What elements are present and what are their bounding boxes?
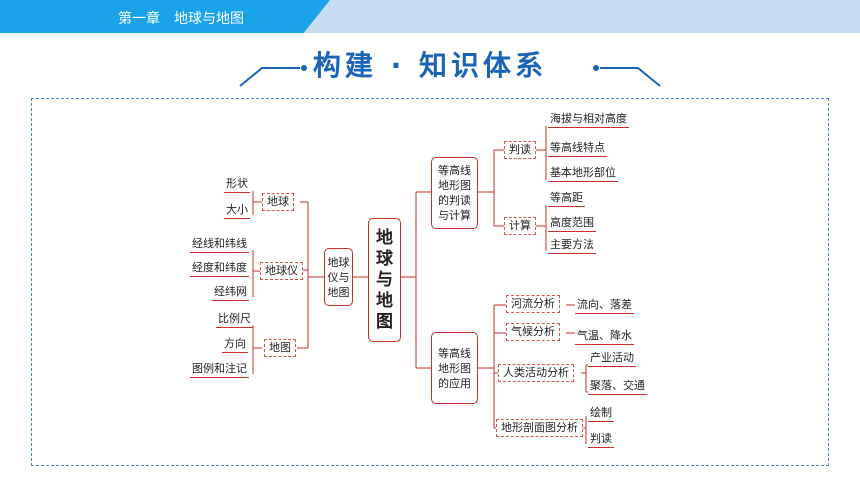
group-label-calculate: 计算 bbox=[504, 217, 536, 235]
chapter-tab bbox=[0, 0, 330, 33]
leaf-item: 气温、降水 bbox=[575, 329, 634, 345]
group-label-river: 河流分析 bbox=[506, 295, 560, 313]
leaf-item: 经线和纬线 bbox=[190, 237, 249, 253]
leaf-item: 比例尺 bbox=[216, 312, 253, 328]
leaf-item: 等高距 bbox=[548, 191, 585, 207]
leaf-item: 海拔与相对高度 bbox=[548, 112, 629, 128]
group-label-interpret: 判读 bbox=[504, 141, 536, 159]
leaf-item: 经纬网 bbox=[212, 285, 249, 301]
right-top-label: 等高线地形图的判读与计算 bbox=[438, 164, 471, 222]
leaf-item: 产业活动 bbox=[588, 351, 636, 367]
group-label-earth: 地球 bbox=[262, 193, 294, 211]
chapter-title: 第一章 地球与地图 bbox=[118, 11, 244, 27]
diagram-frame bbox=[31, 98, 829, 466]
section-title: 构建 · 知识体系 bbox=[312, 49, 548, 82]
leaf-item: 形状 bbox=[224, 177, 250, 193]
group-label-profile: 地形剖面图分析 bbox=[496, 419, 583, 437]
leaf-item: 等高线特点 bbox=[548, 141, 607, 157]
leaf-item: 图例和注记 bbox=[190, 362, 249, 378]
leaf-item: 基本地形部位 bbox=[548, 166, 618, 182]
center-node-label: 地球与地图 bbox=[376, 227, 393, 332]
group-label-human-activity: 人类活动分析 bbox=[498, 364, 574, 382]
right-bottom-label: 等高线地形图的应用 bbox=[438, 346, 471, 390]
group-label-map: 地图 bbox=[264, 339, 296, 357]
leaf-item: 聚落、交通 bbox=[588, 379, 647, 395]
right-bottom-node: 等高线地形图的应用 bbox=[431, 332, 478, 404]
leaf-item: 绘制 bbox=[588, 406, 614, 422]
leaf-item: 大小 bbox=[224, 203, 250, 219]
left-hub-label: 地球仪与地图 bbox=[327, 255, 350, 299]
leaf-item: 流向、落差 bbox=[575, 298, 634, 314]
group-label-climate: 气候分析 bbox=[506, 323, 560, 341]
leaf-item: 判读 bbox=[588, 432, 614, 448]
right-top-node: 等高线地形图的判读与计算 bbox=[431, 157, 478, 229]
leaf-item: 主要方法 bbox=[548, 238, 596, 254]
leaf-item: 方向 bbox=[222, 337, 248, 353]
center-node: 地球与地图 bbox=[368, 218, 401, 342]
group-label-globe: 地球仪 bbox=[260, 262, 303, 280]
leaf-item: 高度范围 bbox=[548, 216, 596, 232]
left-hub-node: 地球仪与地图 bbox=[324, 248, 353, 306]
leaf-item: 经度和纬度 bbox=[190, 261, 249, 277]
